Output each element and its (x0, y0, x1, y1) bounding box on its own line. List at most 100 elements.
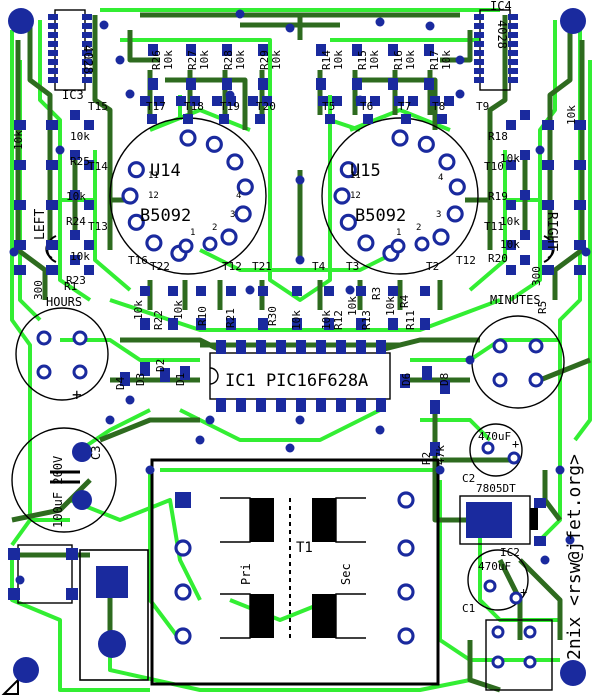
via (15, 575, 25, 585)
nixie-pin (226, 153, 244, 171)
transistor-pad (176, 96, 186, 106)
via (435, 465, 445, 475)
transistor-pad (147, 114, 157, 124)
fuse-pad (8, 588, 20, 600)
ic1-pad (216, 340, 226, 354)
ref-label: 10k (162, 50, 175, 70)
transistor-pad (70, 110, 80, 120)
ref-label: 10k (384, 296, 397, 316)
ref-label: D3 (134, 373, 147, 386)
ic1-pad (236, 340, 246, 354)
ic4-pad (508, 59, 518, 65)
ref-label: R15 (356, 50, 369, 70)
resistor-pad (420, 318, 430, 330)
pin-1-right: 1 (396, 228, 401, 238)
ic1-pad (296, 398, 306, 412)
ref-label: R12 (332, 310, 345, 330)
resistor-pad (430, 400, 440, 414)
ic3-pad (82, 77, 92, 83)
ref-label: T21 (252, 260, 272, 273)
board-credit: 2nix <rsw@jfet.org> (564, 454, 585, 660)
ref-label: D8 (438, 373, 451, 386)
ref-label: T9 (476, 100, 489, 113)
transistor-pad (520, 255, 530, 265)
ref-label: T18 (184, 100, 204, 113)
ref-label: 10k (198, 50, 211, 70)
transistor-pad (363, 114, 373, 124)
pads-layer (8, 9, 591, 669)
via (99, 20, 109, 30)
nixie-pin (234, 205, 252, 223)
via (425, 21, 435, 31)
ref-label: R18 (488, 130, 508, 143)
label-ic1: IC1 PIC16F628A (225, 371, 368, 391)
transistor-pad (84, 240, 94, 250)
ic3-pad (48, 14, 58, 20)
ref-label: 10k (500, 152, 520, 165)
transistor-pad (520, 150, 530, 160)
nixie-pin (121, 187, 139, 205)
ic1-pad (376, 340, 386, 354)
transistor-pad (370, 96, 380, 106)
nixie-pin (448, 178, 466, 196)
transistor-pad (70, 150, 80, 160)
via (465, 355, 475, 365)
silkscreen-text: B5092 B5092 U14 U15 IC1 PIC16F628A IC3 I… (33, 0, 585, 660)
label-pri: Pri (239, 563, 253, 585)
ref-label: D6 (400, 373, 413, 386)
ref-label: 10k (500, 215, 520, 228)
minutes-switch-outline (471, 315, 565, 409)
ic4-pad (474, 41, 484, 47)
transistor-pad (226, 96, 236, 106)
via (125, 395, 135, 405)
resistor-pad (542, 160, 554, 170)
transistor-pad (408, 96, 418, 106)
resistor-pad (574, 160, 586, 170)
mounting-hole (560, 660, 586, 686)
regulator-pad (534, 498, 546, 508)
diode-pad (440, 380, 450, 394)
nixie-pin (339, 161, 357, 179)
via (105, 415, 115, 425)
ic3-pad (48, 32, 58, 38)
resistor-pad (542, 200, 554, 210)
ref-label: 10k (132, 300, 145, 320)
ref-label: T20 (256, 100, 276, 113)
transformer-outline (150, 458, 440, 686)
nixie-pin (432, 228, 450, 246)
hours-switch-outline (15, 307, 109, 401)
transistor-pad (140, 286, 150, 296)
via (285, 23, 295, 33)
transistor-pad (420, 286, 430, 296)
resistor-pad (430, 442, 440, 456)
ref-label: 10k (320, 310, 333, 330)
pin-11-left: 11 (148, 171, 159, 181)
ref-label: 10k (500, 238, 520, 251)
ref-label: T8 (432, 100, 445, 113)
resistor-pad (140, 318, 150, 330)
switch-pad (492, 338, 508, 354)
resistor-pad (222, 44, 232, 56)
transformer-pin (397, 583, 415, 601)
ref-label: D1 (174, 373, 187, 386)
nixie-pin (205, 135, 223, 153)
pin-4-left: 4 (236, 191, 241, 201)
resistor-pad (46, 240, 58, 250)
via (295, 255, 305, 265)
switch-pad (492, 372, 508, 388)
resistor-pad (46, 120, 58, 130)
ref-label: 10k (440, 50, 453, 70)
ic4-pad (508, 23, 518, 29)
ic4-pad (508, 32, 518, 38)
resistor-pad (542, 120, 554, 130)
transistor-pad (84, 120, 94, 130)
ref-label: R4 (398, 294, 411, 308)
capacitor-pad (481, 441, 495, 455)
resistor-pad (352, 78, 362, 90)
label-ic4-part: 4028 (495, 20, 509, 49)
ic4-pad (474, 23, 484, 29)
transistor-pad (430, 96, 440, 106)
transistor-pad (70, 230, 80, 240)
switch-pad (72, 330, 88, 346)
